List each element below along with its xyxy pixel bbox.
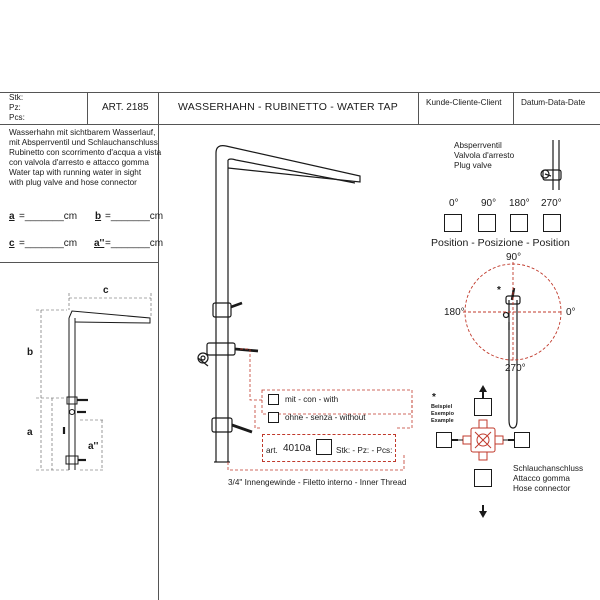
description-line: Wasserhahn mit sichtbarem Wasserlauf, xyxy=(9,128,156,137)
drawing-label-c: c xyxy=(103,285,109,296)
art-quantity-label: Stk: - Pz: - Pcs: xyxy=(336,446,393,455)
valve-angle-checkbox-270[interactable] xyxy=(543,214,561,232)
art-quantity-box[interactable] xyxy=(316,439,332,455)
position-title: Position - Posizione - Position xyxy=(431,237,570,249)
dims-separator xyxy=(0,262,158,263)
position-0-label: 0° xyxy=(566,307,576,318)
header-divider xyxy=(418,92,419,125)
description-line: con valvola d'arresto e attacco gomma xyxy=(9,158,149,167)
header-bottom-rule xyxy=(0,124,600,125)
dim-b-field[interactable]: =_______cm xyxy=(105,211,164,222)
hose-example-label: Example xyxy=(431,418,454,424)
pcs-label: Pcs: xyxy=(9,113,25,122)
large-tap-drawing xyxy=(197,145,361,463)
pz-label: Pz: xyxy=(9,103,21,112)
drawing-label-a2: a'' xyxy=(88,441,99,452)
left-column-divider xyxy=(158,92,159,600)
valve-angle-checkbox-0[interactable] xyxy=(444,214,462,232)
dim-a-field[interactable]: =_______cm xyxy=(19,211,78,222)
header-top-rule xyxy=(0,92,600,93)
valve-angle-label: 0° xyxy=(449,198,459,209)
drawing-label-a: a xyxy=(27,427,33,438)
dim-b-label: b xyxy=(95,211,102,222)
option-without-checkbox[interactable] xyxy=(268,412,279,423)
valve-angle-label: 90° xyxy=(481,198,497,209)
date-label: Datum-Data-Date xyxy=(521,98,586,107)
dim-a-label: a xyxy=(9,211,15,222)
valve-label: Absperrventil xyxy=(454,141,502,150)
valve-angle-checkbox-90[interactable] xyxy=(478,214,496,232)
valve-angle-checkbox-180[interactable] xyxy=(510,214,528,232)
page-title: WASSERHAHN - RUBINETTO - WATER TAP xyxy=(178,101,398,113)
hose-label: Attacco gomma xyxy=(513,474,570,483)
option-with-checkbox[interactable] xyxy=(268,394,279,405)
description-line: Water tap with running water in sight xyxy=(9,168,142,177)
option-with-label: mit - con - with xyxy=(285,395,339,404)
stk-label: Stk: xyxy=(9,93,24,102)
position-180-label: 180° xyxy=(444,307,465,318)
art-number: 4010a xyxy=(283,443,311,454)
hose-position-left-checkbox[interactable] xyxy=(436,432,452,448)
hose-label: Schlauchanschluss xyxy=(513,464,584,473)
rotation-circle xyxy=(463,262,563,362)
dim-c-label: c xyxy=(9,238,15,249)
position-star-marker: * xyxy=(497,285,501,296)
valve-angle-label: 180° xyxy=(509,198,530,209)
header-divider xyxy=(513,92,514,125)
art-prefix: art. xyxy=(266,446,278,455)
article-number: ART. 2185 xyxy=(102,102,149,113)
hose-example-label: Beispiel xyxy=(431,404,453,410)
dim-a2-field[interactable]: =_______cm xyxy=(105,238,164,249)
description-line: Rubinetto con scorrimento d'acqua a vist… xyxy=(9,148,162,157)
hose-example-label: Esempio xyxy=(431,411,454,417)
valve-label: Plug valve xyxy=(454,161,492,170)
thread-label: 3/4" Innengewinde - Filetto interno - In… xyxy=(228,478,407,487)
plug-valve-illustration xyxy=(540,140,562,190)
hose-position-right-checkbox[interactable] xyxy=(514,432,530,448)
hose-label: Hose connector xyxy=(513,484,571,493)
position-tap-illustration xyxy=(502,287,521,429)
valve-angle-label: 270° xyxy=(541,198,562,209)
small-tap-drawing xyxy=(62,310,151,470)
hose-example-star: * xyxy=(432,392,436,403)
hose-position-bottom-checkbox[interactable] xyxy=(474,469,492,487)
valve-label: Valvola d'arresto xyxy=(454,151,515,160)
description-line: with plug valve and hose connector xyxy=(9,178,137,187)
position-270-label: 270° xyxy=(505,363,526,374)
option-without-label: ohne - senza - without xyxy=(285,413,366,422)
dim-c-field[interactable]: =_______cm xyxy=(19,238,78,249)
dim-a2-label: a'' xyxy=(94,238,105,249)
client-label: Kunde-Cliente-Client xyxy=(426,98,502,107)
position-90-label: 90° xyxy=(506,252,522,263)
hose-fitting-center xyxy=(462,419,504,461)
hose-position-top-checkbox[interactable] xyxy=(474,398,492,416)
description-line: mit Absperrventil und Schlauchanschluss xyxy=(9,138,158,147)
header-divider xyxy=(87,92,88,125)
drawing-label-b: b xyxy=(27,347,34,358)
